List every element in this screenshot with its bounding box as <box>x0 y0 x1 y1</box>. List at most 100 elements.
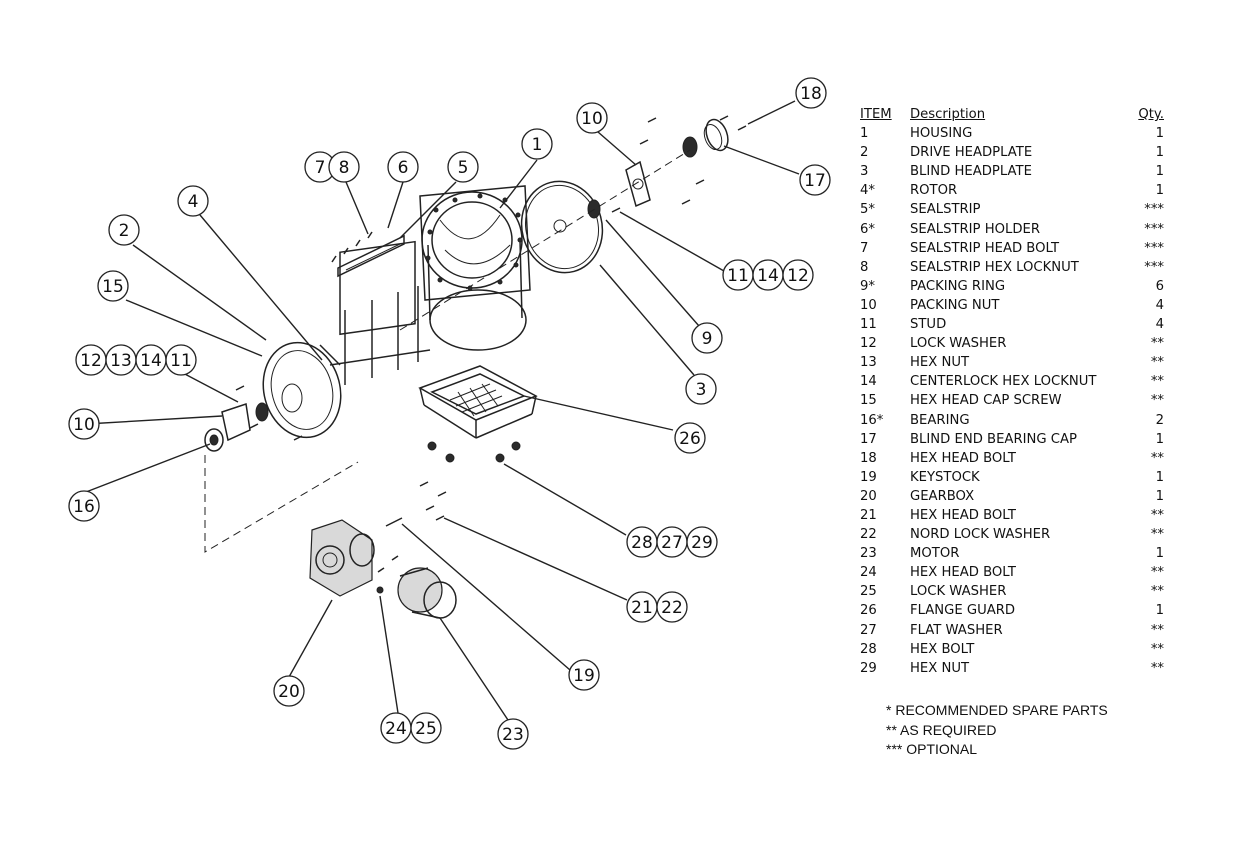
svg-text:16: 16 <box>73 497 95 517</box>
housing-part <box>419 185 531 351</box>
svg-text:14: 14 <box>757 266 779 286</box>
row-description: BLIND END BEARING CAP <box>910 431 1077 447</box>
svg-text:18: 18 <box>800 84 822 104</box>
row-item: 28 <box>860 641 877 657</box>
row-item: 21 <box>860 507 877 523</box>
row-description: ROTOR <box>910 183 958 199</box>
note-as-required: ** AS REQUIRED <box>886 721 997 738</box>
row-item: 20 <box>860 488 877 504</box>
svg-text:11: 11 <box>170 351 192 371</box>
svg-text:1: 1 <box>532 135 543 155</box>
sealstrip-holder-part <box>337 234 405 278</box>
row-qty: *** <box>1144 240 1164 256</box>
callout-group-11-14-12: 11 14 12 <box>722 259 814 291</box>
row-description: STUD <box>910 317 947 333</box>
callout-3: 3 <box>685 373 717 405</box>
svg-text:9: 9 <box>702 329 713 349</box>
row-description: GEARBOX <box>910 488 975 504</box>
row-qty: ** <box>1150 584 1164 600</box>
row-qty: *** <box>1144 221 1164 237</box>
row-qty: 1 <box>1155 488 1164 504</box>
row-description: HOUSING <box>910 126 973 142</box>
motor-bolts-group <box>376 555 399 594</box>
row-item: 4* <box>860 183 875 199</box>
row-qty: 1 <box>1155 546 1164 562</box>
row-description: HEX HEAD BOLT <box>910 450 1016 466</box>
svg-text:20: 20 <box>278 682 300 702</box>
row-qty: ** <box>1150 374 1164 390</box>
row-item: 17 <box>860 431 877 447</box>
parts-table-header: ITEM Description Qty. <box>860 105 1170 124</box>
svg-text:7: 7 <box>315 158 326 178</box>
row-description: SEALSTRIP <box>910 202 981 218</box>
table-row: 3 BLIND HEADPLATE 1 <box>860 162 1170 181</box>
svg-text:15: 15 <box>102 277 124 297</box>
callout-group-24-25: 24 25 <box>380 712 442 744</box>
shaft-centerline <box>399 149 691 331</box>
svg-text:4: 4 <box>188 192 199 212</box>
row-qty: ** <box>1150 355 1164 371</box>
table-row: 20 GEARBOX 1 <box>860 487 1170 506</box>
drive-link-dashed <box>204 455 359 553</box>
svg-text:19: 19 <box>573 666 595 686</box>
callout-15: 15 <box>97 270 129 302</box>
svg-text:25: 25 <box>415 719 437 739</box>
svg-text:5: 5 <box>458 158 469 178</box>
row-item: 22 <box>860 527 877 543</box>
row-description: HEX HEAD CAP SCREW <box>910 393 1062 409</box>
row-qty: ** <box>1150 450 1164 466</box>
svg-text:10: 10 <box>581 109 603 129</box>
svg-text:12: 12 <box>80 351 102 371</box>
row-item: 24 <box>860 565 877 581</box>
svg-text:6: 6 <box>398 158 409 178</box>
callout-23: 23 <box>497 718 529 750</box>
packing-nut-left-part <box>221 402 269 442</box>
gearbox-part <box>309 519 375 597</box>
row-item: 18 <box>860 450 877 466</box>
row-qty: ** <box>1150 336 1164 352</box>
header-description: Description <box>910 107 986 122</box>
row-qty: 2 <box>1155 412 1164 428</box>
row-qty: 1 <box>1155 164 1164 180</box>
row-description: BLIND HEADPLATE <box>910 164 1032 180</box>
parts-table: ITEM Description Qty. 1 HOUSING 1 2 DRIVE HE… <box>860 105 1170 678</box>
row-description: CENTERLOCK HEX LOCKNUT <box>910 374 1097 390</box>
callout-17: 17 <box>799 164 831 196</box>
row-qty: 1 <box>1155 126 1164 142</box>
flange-guard-part <box>418 365 538 439</box>
row-item: 3 <box>860 164 869 180</box>
row-item: 1 <box>860 126 869 142</box>
row-item: 8 <box>860 259 869 275</box>
callout-6: 6 <box>387 151 419 183</box>
row-qty: ** <box>1150 507 1164 523</box>
row-description: SEALSTRIP HOLDER <box>910 221 1040 237</box>
row-item: 15 <box>860 393 877 409</box>
svg-text:24: 24 <box>385 719 407 739</box>
row-qty: ** <box>1150 660 1164 676</box>
note-recommended-spares: * RECOMMENDED SPARE PARTS <box>886 702 1108 718</box>
row-item: 11 <box>860 317 877 333</box>
svg-text:8: 8 <box>339 158 350 178</box>
drive-headplate-part <box>262 341 342 439</box>
callout-group-12-13-14-11: 12 13 14 11 <box>75 344 197 376</box>
row-item: 29 <box>860 660 877 676</box>
row-description: SEALSTRIP HEAD BOLT <box>910 240 1060 256</box>
blind-end-bearing-cap-part <box>682 118 729 158</box>
row-description: DRIVE HEADPLATE <box>910 145 1033 161</box>
row-description: HEX NUT <box>910 355 970 371</box>
blind-headplate-part <box>520 180 604 274</box>
row-item: 7 <box>860 240 869 256</box>
svg-text:27: 27 <box>661 533 683 553</box>
